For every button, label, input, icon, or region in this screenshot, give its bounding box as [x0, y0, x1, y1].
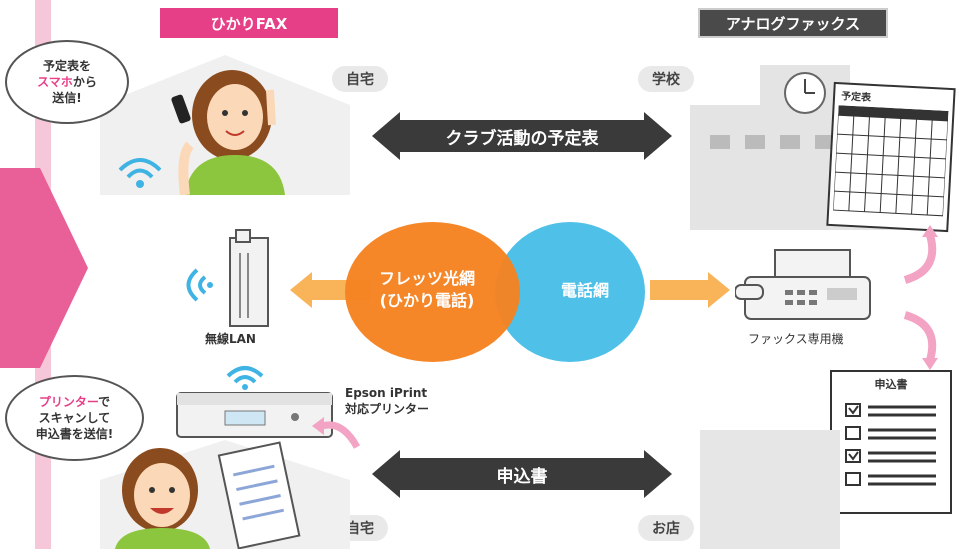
speech-bubble-top: 予定表を スマホから 送信! [5, 40, 129, 124]
calendar-grid [832, 105, 949, 217]
bubble-text-rest: から [72, 74, 97, 89]
application-document-right: 申込書 [830, 370, 952, 514]
router-device [229, 229, 269, 327]
flets-network-circle [345, 222, 520, 362]
place-home-top: 自宅 [332, 66, 388, 92]
flets-line2: (ひかり電話) [379, 291, 475, 311]
orange-arrow-right [650, 272, 730, 308]
bubble-text: 予定表を [42, 58, 91, 73]
place-school: 学校 [638, 66, 694, 92]
printer-label-line2: 対応プリンター [345, 402, 430, 417]
double-arrow-top [372, 112, 672, 160]
wifi-icon [118, 158, 162, 188]
application-form-lines [845, 403, 936, 486]
fax-machine-label: ファックス専用機 [748, 332, 844, 346]
woman-with-smartphone [171, 70, 285, 195]
double-arrow-bottom [372, 450, 672, 498]
bubble-highlight: プリンター [38, 394, 99, 409]
pink-curve-arrow-printer [312, 417, 360, 449]
wireless-lan-label: 無線LAN [205, 332, 256, 346]
place-shop: お店 [638, 515, 694, 541]
bubble-text: プリンターで [39, 394, 110, 410]
fax-machine [735, 249, 871, 320]
arrow-label-top: クラブ活動の予定表 [445, 128, 599, 149]
speech-bubble-bottom: プリンターで スキャンして 申込書を送信! [5, 375, 144, 461]
bubble-text: 送信! [52, 91, 82, 106]
woman-with-document [115, 441, 301, 549]
pink-chevron-arrow [0, 168, 88, 368]
arrow-label-bottom: 申込書 [496, 466, 548, 487]
pink-curve-arrow-up [903, 225, 938, 284]
phone-network-circle [495, 222, 645, 362]
phone-network-label: 電話網 [560, 281, 609, 300]
flets-line1: フレッツ光網 [378, 269, 475, 288]
bubble-text-rest: で [98, 394, 111, 409]
flets-network-label: フレッツ光網 (ひかり電話) [352, 268, 502, 313]
bubble-highlight: スマホ [37, 74, 73, 89]
analog-fax-label: アナログファックス [698, 8, 888, 38]
bubble-text: 申込書を送信! [35, 427, 114, 442]
pink-curve-arrow-down [903, 311, 938, 370]
printer-device [176, 392, 333, 438]
hikari-fax-label: ひかりFAX [160, 8, 338, 38]
bubble-text: スマホから [37, 74, 97, 90]
printer-label: Epson iPrint 対応プリンター [345, 385, 429, 417]
shop-building [700, 430, 840, 549]
application-title: 申込書 [874, 378, 908, 391]
printer-label-line1: Epson iPrint [345, 386, 428, 400]
bubble-text: スキャンして [38, 410, 111, 425]
wifi-icon [186, 268, 213, 302]
wifi-icon [226, 366, 264, 390]
schedule-document: 予定表 [826, 81, 956, 233]
